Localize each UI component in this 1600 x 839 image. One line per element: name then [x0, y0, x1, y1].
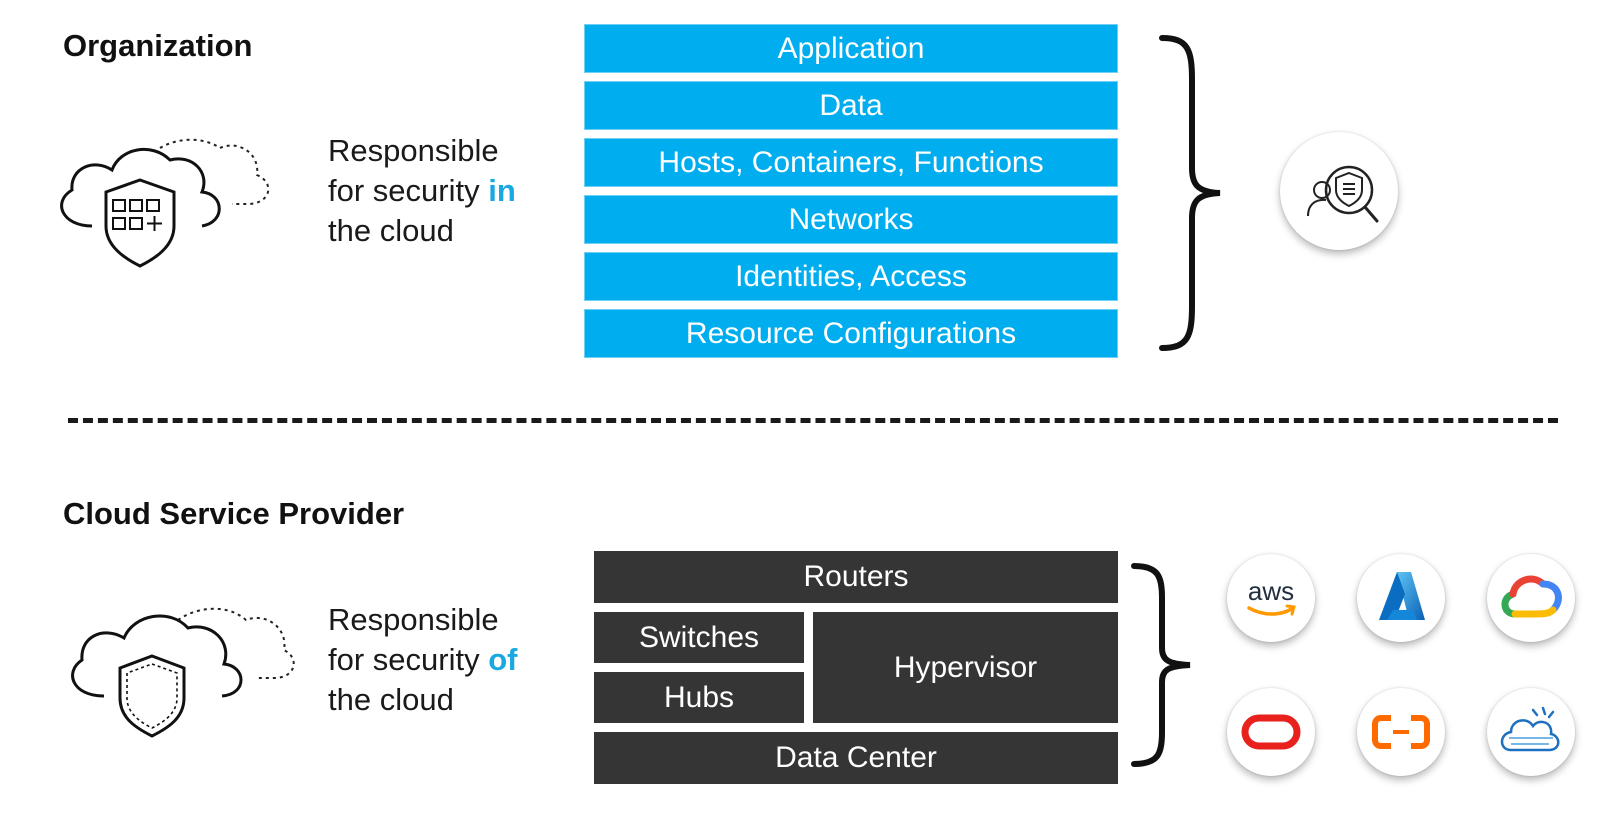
section-divider	[68, 418, 1558, 423]
provider-title: Cloud Service Provider	[63, 496, 405, 531]
aws-logo: aws	[1227, 554, 1315, 642]
layer-networks: Networks	[584, 195, 1118, 244]
organization-responsibility-text: Responsible for security in the cloud	[328, 133, 516, 248]
ibm-cloud-logo	[1487, 688, 1575, 776]
google-cloud-logo	[1487, 554, 1575, 642]
layer-application: Application	[584, 24, 1118, 73]
responsibility-keyword: in	[488, 173, 516, 208]
organization-layer-stack: Application Data Hosts, Containers, Func…	[584, 24, 1118, 366]
layer-hypervisor: Hypervisor	[813, 612, 1118, 723]
layer-identities-access: Identities, Access	[584, 252, 1118, 301]
layer-hosts-containers-functions: Hosts, Containers, Functions	[584, 138, 1118, 187]
alibaba-cloud-logo	[1357, 688, 1445, 776]
security-inspection-badge	[1280, 132, 1398, 250]
layer-switches: Switches	[594, 612, 804, 663]
cloud-shield-icon	[71, 607, 295, 738]
organization-title: Organization	[63, 28, 253, 63]
curly-brace-icon	[1131, 563, 1191, 767]
responsibility-keyword: of	[488, 642, 518, 677]
azure-logo	[1357, 554, 1445, 642]
cloud-app-shield-icon	[60, 138, 270, 268]
provider-responsibility-text: Responsible for security of the cloud	[328, 602, 518, 717]
curly-brace-icon	[1159, 35, 1221, 351]
layer-resource-configurations: Resource Configurations	[584, 309, 1118, 358]
layer-data-center: Data Center	[594, 732, 1118, 784]
oracle-logo	[1227, 688, 1315, 776]
layer-data: Data	[584, 81, 1118, 130]
shield-magnifier-icon	[1307, 165, 1379, 223]
layer-hubs: Hubs	[594, 672, 804, 723]
layer-routers: Routers	[594, 551, 1118, 603]
aws-logo-text: aws	[1248, 576, 1294, 606]
